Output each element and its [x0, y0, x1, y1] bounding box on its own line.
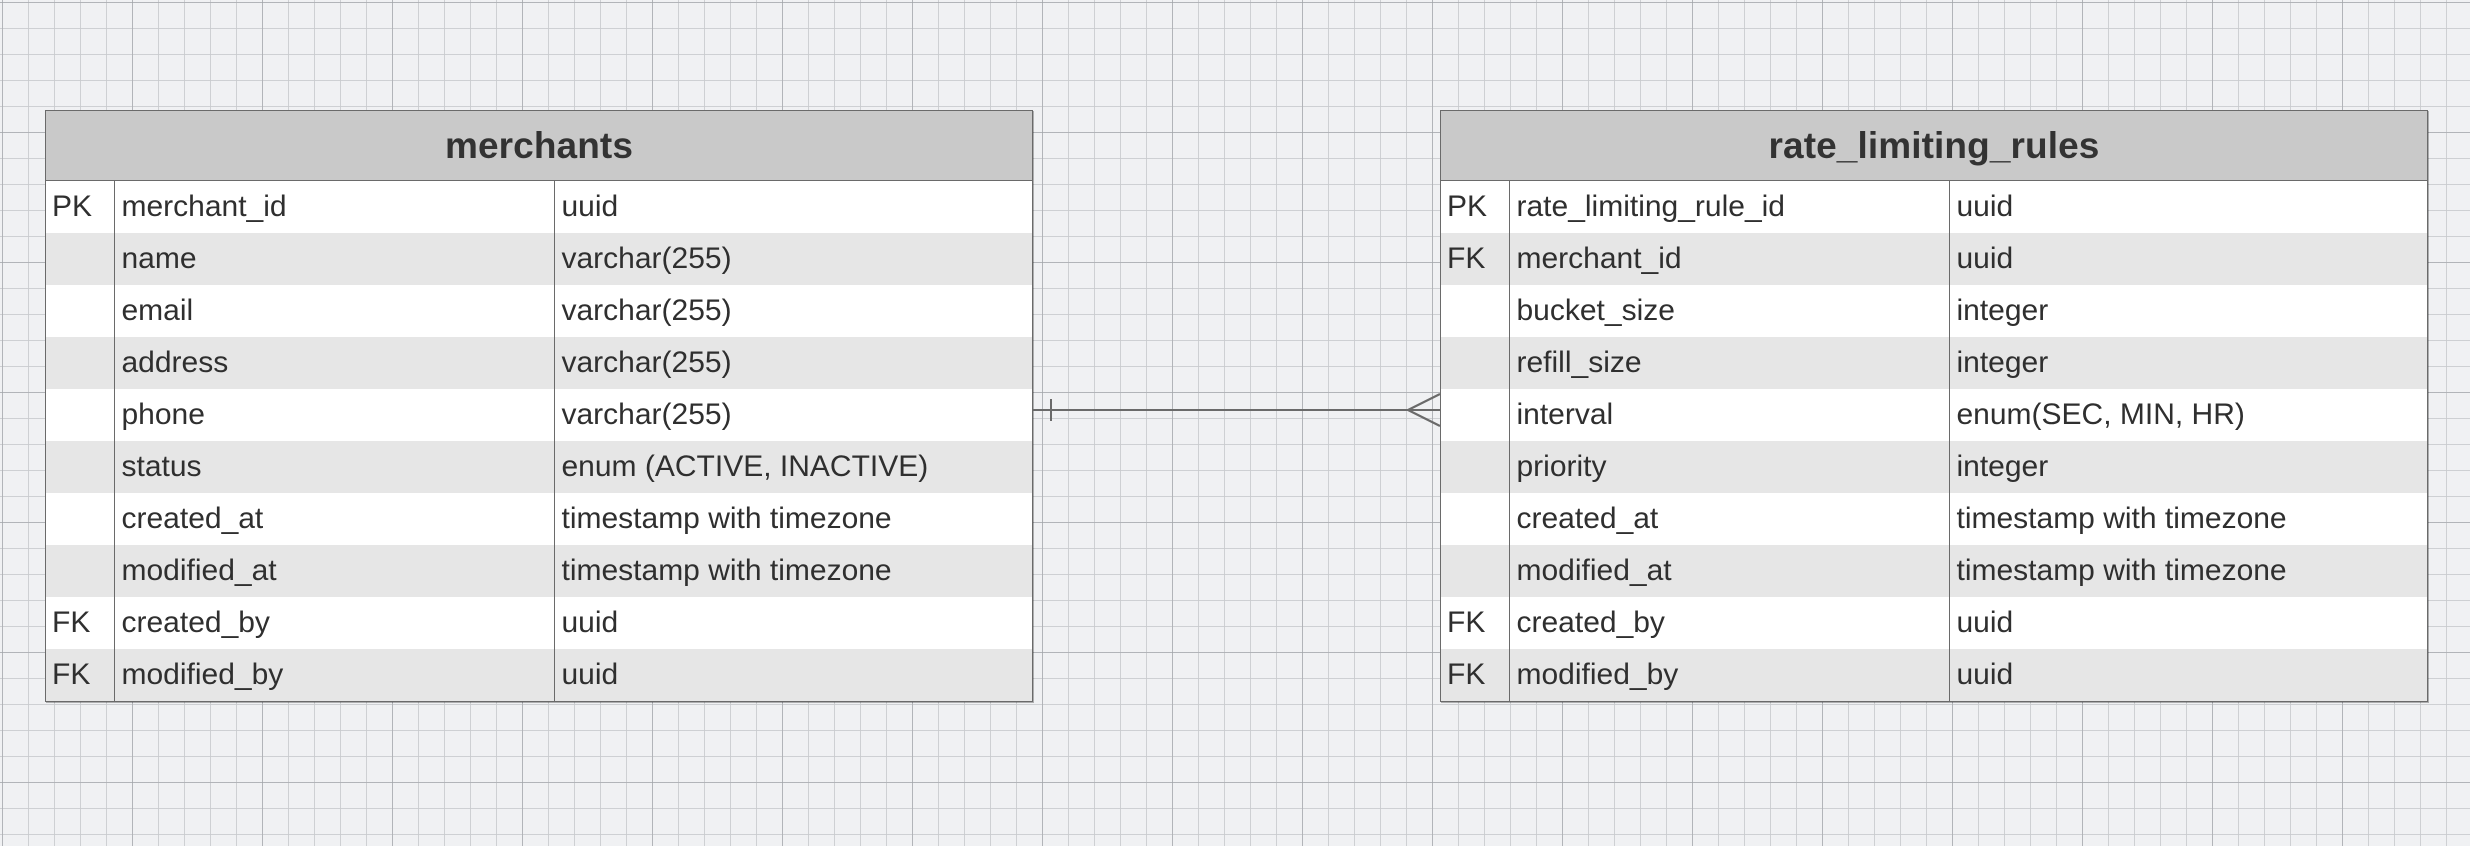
attribute-key-badge: [46, 337, 115, 389]
entity-title-rate_limiting_rules: rate_limiting_rules: [1441, 111, 2427, 181]
attribute-name: phone: [114, 389, 555, 441]
attribute-name: modified_by: [1509, 649, 1950, 701]
attribute-type: varchar(255): [554, 337, 1032, 389]
attribute-name: created_at: [1509, 493, 1950, 545]
attribute-key-badge: [1441, 285, 1510, 337]
attribute-key-badge: PK: [46, 181, 115, 233]
attribute-name: refill_size: [1509, 337, 1950, 389]
relationship-merchants-to-rate_limiting_rules[interactable]: [1033, 390, 1440, 430]
attribute-type: uuid: [554, 597, 1032, 649]
attribute-key-badge: [46, 285, 115, 337]
attribute-key-badge: [46, 233, 115, 285]
attribute-name: priority: [1509, 441, 1950, 493]
attribute-key-badge: [1441, 493, 1510, 545]
attribute-key-badge: [46, 389, 115, 441]
attribute-name: bucket_size: [1509, 285, 1950, 337]
attribute-name: modified_at: [114, 545, 555, 597]
attribute-type: timestamp with timezone: [554, 493, 1032, 545]
attribute-type: timestamp with timezone: [1949, 545, 2427, 597]
attribute-type: enum(SEC, MIN, HR): [1949, 389, 2427, 441]
attribute-key-badge: [1441, 337, 1510, 389]
attribute-type: integer: [1949, 441, 2427, 493]
attribute-name: name: [114, 233, 555, 285]
attribute-type: uuid: [554, 181, 1032, 233]
relationship-line: [1033, 409, 1440, 411]
attribute-type: enum (ACTIVE, INACTIVE): [554, 441, 1032, 493]
attribute-type: uuid: [1949, 597, 2427, 649]
attribute-key-badge: FK: [1441, 649, 1510, 701]
attribute-type: integer: [1949, 285, 2427, 337]
attribute-type: integer: [1949, 337, 2427, 389]
attribute-key-badge: [46, 545, 115, 597]
attribute-type: uuid: [1949, 649, 2427, 701]
attribute-name: modified_by: [114, 649, 555, 701]
attribute-type: timestamp with timezone: [1949, 493, 2427, 545]
cardinality-many-crowfoot-icon: [1405, 393, 1440, 427]
attribute-name: address: [114, 337, 555, 389]
attribute-name: interval: [1509, 389, 1950, 441]
attribute-name: email: [114, 285, 555, 337]
attribute-type: varchar(255): [554, 233, 1032, 285]
attribute-key-badge: [46, 441, 115, 493]
attribute-name: merchant_id: [1509, 233, 1950, 285]
attribute-name: created_by: [114, 597, 555, 649]
attribute-type: varchar(255): [554, 389, 1032, 441]
attribute-key-badge: FK: [46, 597, 115, 649]
attribute-type: uuid: [554, 649, 1032, 701]
attribute-type: varchar(255): [554, 285, 1032, 337]
attribute-key-badge: PK: [1441, 181, 1510, 233]
cardinality-one-tick-icon: [1050, 399, 1052, 421]
attribute-key-badge: FK: [46, 649, 115, 701]
attribute-name: rate_limiting_rule_id: [1509, 181, 1950, 233]
attribute-name: created_at: [114, 493, 555, 545]
attribute-name: status: [114, 441, 555, 493]
attribute-key-badge: [46, 493, 115, 545]
attribute-name: modified_at: [1509, 545, 1950, 597]
attribute-key-badge: [1441, 389, 1510, 441]
attribute-key-badge: FK: [1441, 597, 1510, 649]
attribute-name: created_by: [1509, 597, 1950, 649]
attribute-key-badge: [1441, 441, 1510, 493]
entity-title-merchants: merchants: [46, 111, 1032, 181]
attribute-key-badge: FK: [1441, 233, 1510, 285]
attribute-name: merchant_id: [114, 181, 555, 233]
attribute-type: timestamp with timezone: [554, 545, 1032, 597]
attribute-type: uuid: [1949, 233, 2427, 285]
attribute-type: uuid: [1949, 181, 2427, 233]
attribute-key-badge: [1441, 545, 1510, 597]
